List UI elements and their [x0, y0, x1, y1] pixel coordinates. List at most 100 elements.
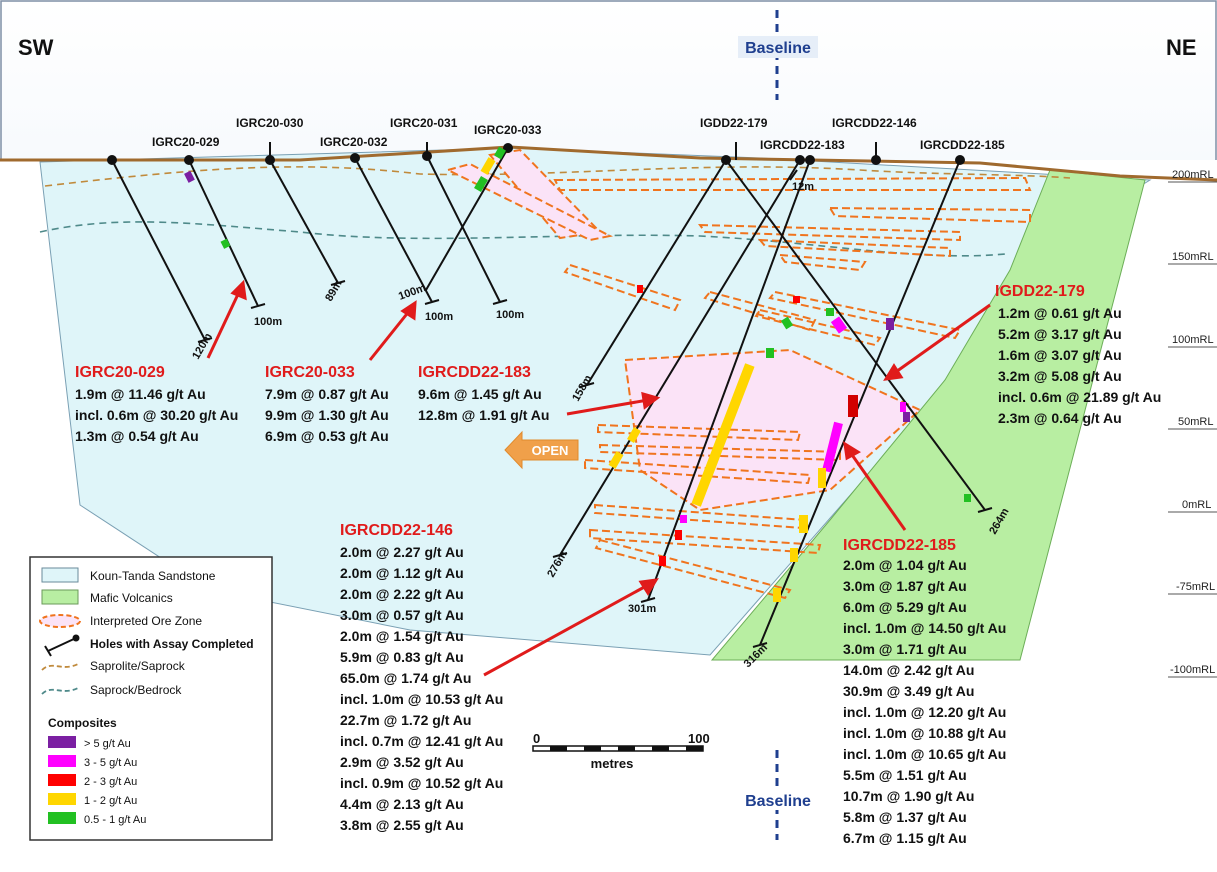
callout-line: 2.0m @ 2.22 g/t Au: [340, 586, 464, 602]
composite-05-1: [964, 494, 971, 502]
drill-hole-trace: [426, 155, 501, 303]
legend-composite-label: 2 - 3 g/t Au: [84, 776, 137, 788]
open-label: OPEN: [532, 443, 569, 458]
callout-igrcdd22-185: IGRCDD22-185 2.0m @ 1.04 g/t Au 3.0m @ 1…: [843, 537, 1006, 846]
hole-end-tick: [424, 299, 440, 305]
legend: Koun-Tanda Sandstone Mafic Volcanics Int…: [29, 556, 273, 841]
callout-line: 65.0m @ 1.74 g/t Au: [340, 670, 471, 686]
legend-item: Mafic Volcanics: [90, 591, 173, 605]
composite-gt5: [184, 170, 195, 183]
depth-label: 301m: [628, 603, 656, 615]
callout-line: 6.7m @ 1.15 g/t Au: [843, 830, 967, 846]
ore-zone: [828, 206, 1031, 224]
legend-composite-swatch: [48, 812, 76, 824]
hole-label: IGRC20-033: [474, 123, 542, 137]
arrow-head: [400, 300, 417, 321]
legend-item: Koun-Tanda Sandstone: [90, 569, 216, 583]
hole-label: IGRC20-031: [390, 116, 458, 130]
collar: [955, 155, 965, 165]
composite-1-2: [799, 515, 808, 533]
legend-composite-swatch: [48, 736, 76, 748]
callout-line: incl. 1.0m @ 10.88 g/t Au: [843, 725, 1006, 741]
callout-line: incl. 0.6m @ 21.89 g/t Au: [998, 389, 1161, 405]
composite-1-2: [790, 548, 798, 562]
composite-3-5: [822, 421, 843, 473]
legend-composite-swatch: [48, 755, 76, 767]
ore-zone: [777, 253, 867, 272]
callout-line: 2.0m @ 1.12 g/t Au: [340, 565, 464, 581]
drill-hole-trace: [559, 159, 801, 556]
ore-zone: [594, 538, 792, 600]
drill-hole-trace: [269, 159, 339, 284]
ore-zone: [623, 348, 922, 512]
collar: [422, 151, 432, 161]
hole-end-tick: [552, 552, 568, 558]
callout-line: 2.3m @ 0.64 g/t Au: [998, 410, 1122, 426]
ore-zone: [584, 458, 812, 485]
legend-swatch-ore: [39, 614, 81, 628]
callout-line: 9.9m @ 1.30 g/t Au: [265, 407, 389, 423]
arrow-head: [638, 578, 659, 596]
composite-05-1: [474, 175, 488, 193]
callout-line: 5.8m @ 1.37 g/t Au: [843, 809, 967, 825]
rl-label: -75mRL: [1176, 581, 1215, 593]
hole-label: IGDD22-179: [700, 116, 768, 130]
callout-title: IGDD22-179: [995, 283, 1085, 300]
ore-zone: [597, 423, 802, 442]
ore-zone: [768, 290, 962, 340]
drill-hole-trace: [111, 159, 206, 341]
scale-bar: 0 100 metres: [532, 731, 710, 771]
rl-label: 50mRL: [1178, 416, 1213, 428]
collar: [795, 155, 805, 165]
callout-line: incl. 0.9m @ 10.52 g/t Au: [340, 775, 503, 791]
depth-label: 100m: [496, 309, 524, 321]
legend-composite-label: 1 - 2 g/t Au: [84, 795, 137, 807]
callout-line: 1.6m @ 3.07 g/t Au: [998, 347, 1122, 363]
callout-line: incl. 1.0m @ 10.65 g/t Au: [843, 746, 1006, 762]
hole-end-tick: [197, 337, 213, 343]
saprolite-line: [44, 166, 1071, 187]
arrow-head: [230, 279, 247, 301]
hole-end-tick: [752, 642, 768, 648]
legend-item: Saprolite/Saprock: [90, 659, 186, 673]
callout-title: IGRCDD22-185: [843, 537, 956, 554]
hole-label: IGRCDD22-146: [832, 116, 917, 130]
scale-max: 100: [688, 731, 710, 746]
legend-composite-swatch: [48, 774, 76, 786]
composite-gt5: [886, 318, 894, 330]
callout-line: incl. 1.0m @ 14.50 g/t Au: [843, 620, 1006, 636]
legend-composite-label: 0.5 - 1 g/t Au: [84, 814, 146, 826]
arrow-igdd22-179: [892, 303, 991, 376]
ore-zone: [703, 290, 817, 332]
composite-3-5: [830, 316, 848, 334]
callout-line: 14.0m @ 2.42 g/t Au: [843, 662, 974, 678]
drill-hole-trace: [725, 159, 986, 511]
callout-line: 9.6m @ 1.45 g/t Au: [418, 386, 542, 402]
callout-line: 3.8m @ 2.55 g/t Au: [340, 817, 464, 833]
callout-line: incl. 1.0m @ 12.20 g/t Au: [843, 704, 1006, 720]
composite-1-2: [627, 426, 641, 444]
arrow-igrcdd22-146: [483, 583, 649, 677]
composite-2-3: [848, 395, 858, 417]
composite-gt5: [903, 412, 910, 422]
drill-hole-trace: [647, 159, 811, 601]
rl-label: -100mRL: [1170, 664, 1215, 676]
legend-swatch-saprock: [41, 687, 79, 695]
callout-line: 1.3m @ 0.54 g/t Au: [75, 428, 199, 444]
hole-labels: IGRC20-029 IGRC20-030 IGRC20-032 IGRC20-…: [152, 116, 1005, 152]
rl-label: 100mRL: [1172, 334, 1214, 346]
orientation-ne: NE: [1166, 35, 1197, 60]
collar: [503, 143, 513, 153]
callout-line: 1.2m @ 0.61 g/t Au: [998, 305, 1122, 321]
legend-composites-title: Composites: [48, 716, 117, 730]
collar: [805, 155, 815, 165]
legend-item: Holes with Assay Completed: [90, 637, 254, 651]
hole-label: IGRCDD22-185: [920, 138, 1005, 152]
arrow-igrc20-033: [368, 309, 412, 361]
drill-hole-trace: [354, 157, 433, 303]
collar: [107, 155, 117, 165]
ore-zone: [553, 176, 1032, 191]
composite-3-5: [680, 515, 687, 523]
arrow-head: [641, 391, 661, 410]
legend-item: Interpreted Ore Zone: [90, 614, 202, 628]
